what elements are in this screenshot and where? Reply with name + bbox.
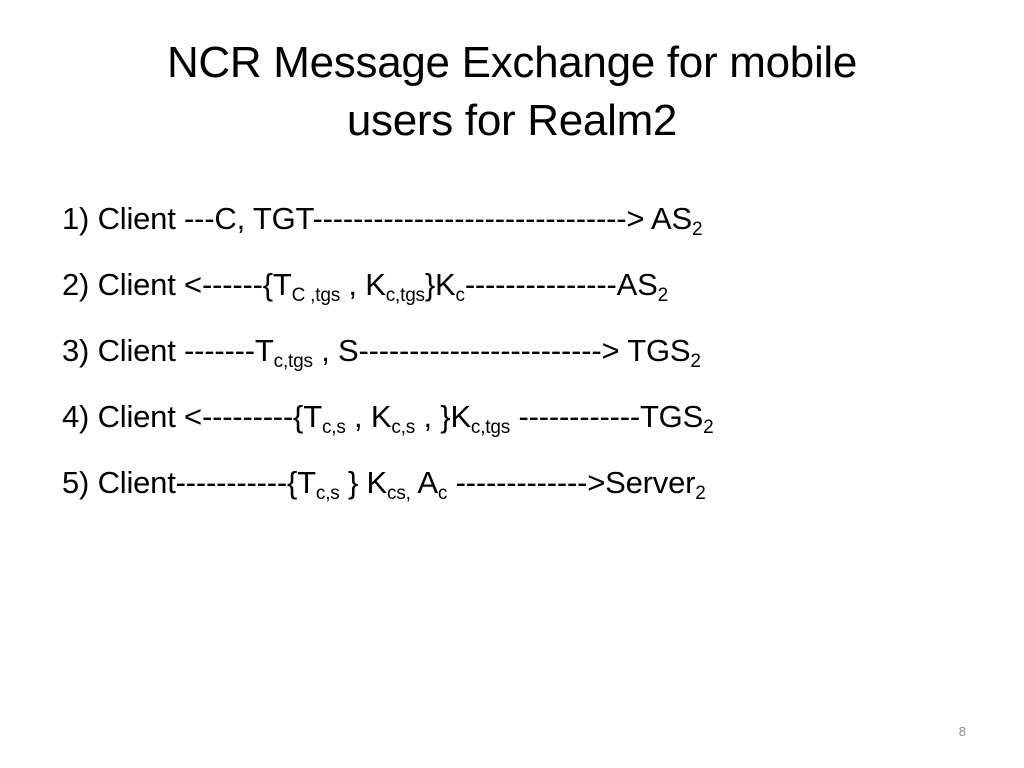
message-text: ------------->Server bbox=[447, 465, 696, 500]
subscript: C ,tgs bbox=[291, 285, 341, 306]
page-number: 8 bbox=[958, 724, 966, 739]
subscript: 2 bbox=[703, 417, 714, 438]
subscript: c,tgs bbox=[470, 417, 511, 438]
subscript: c,s bbox=[315, 483, 340, 504]
message-text: 4) Client <---------{T bbox=[62, 399, 322, 434]
subscript: c,s bbox=[391, 417, 416, 438]
subscript: 2 bbox=[695, 483, 706, 504]
message-text: ------------TGS bbox=[510, 399, 704, 434]
subscript: c,tgs bbox=[273, 351, 313, 372]
subscript: 2 bbox=[691, 219, 703, 240]
message-text: A bbox=[410, 465, 438, 500]
message-exchange-list: 1) Client ---C, TGT---------------------… bbox=[62, 186, 982, 516]
message-text: 3) Client -------T bbox=[62, 333, 274, 368]
message-text: }K bbox=[424, 267, 456, 302]
subscript: cs, bbox=[387, 483, 411, 504]
message-text: 1) Client ---C, TGT---------------------… bbox=[62, 201, 692, 236]
subscript: 2 bbox=[690, 351, 701, 372]
message-text: , K bbox=[340, 267, 386, 302]
subscript: c,s bbox=[321, 417, 346, 438]
message-text: , }K bbox=[415, 399, 471, 434]
message-text: ---------------AS bbox=[464, 267, 658, 302]
subscript: c bbox=[455, 285, 466, 306]
message-text: 5) Client-----------{T bbox=[62, 465, 316, 500]
message-text: , S------------------------> TGS bbox=[312, 333, 691, 368]
subscript: c bbox=[437, 483, 448, 504]
subscript: c,tgs bbox=[385, 285, 425, 306]
message-text: , K bbox=[345, 399, 392, 434]
message-line-5: 5) Client-----------{Tc,s } Kcs, Ac ----… bbox=[62, 450, 982, 516]
message-line-4: 4) Client <---------{Tc,s , Kc,s , }Kc,t… bbox=[62, 384, 982, 450]
message-text: 2) Client <------{T bbox=[62, 267, 292, 302]
message-text: } K bbox=[339, 465, 388, 500]
subscript: 2 bbox=[657, 285, 669, 306]
slide-title-line-1: NCR Message Exchange for mobile bbox=[166, 38, 858, 87]
message-line-3: 3) Client -------Tc,tgs , S-------------… bbox=[62, 318, 982, 384]
message-line-1: 1) Client ---C, TGT---------------------… bbox=[62, 186, 982, 252]
slide-title: NCR Message Exchange for mobile users fo… bbox=[60, 34, 964, 150]
slide-title-line-2: users for Realm2 bbox=[346, 96, 678, 145]
message-line-2: 2) Client <------{TC ,tgs , Kc,tgs}Kc---… bbox=[62, 252, 982, 318]
